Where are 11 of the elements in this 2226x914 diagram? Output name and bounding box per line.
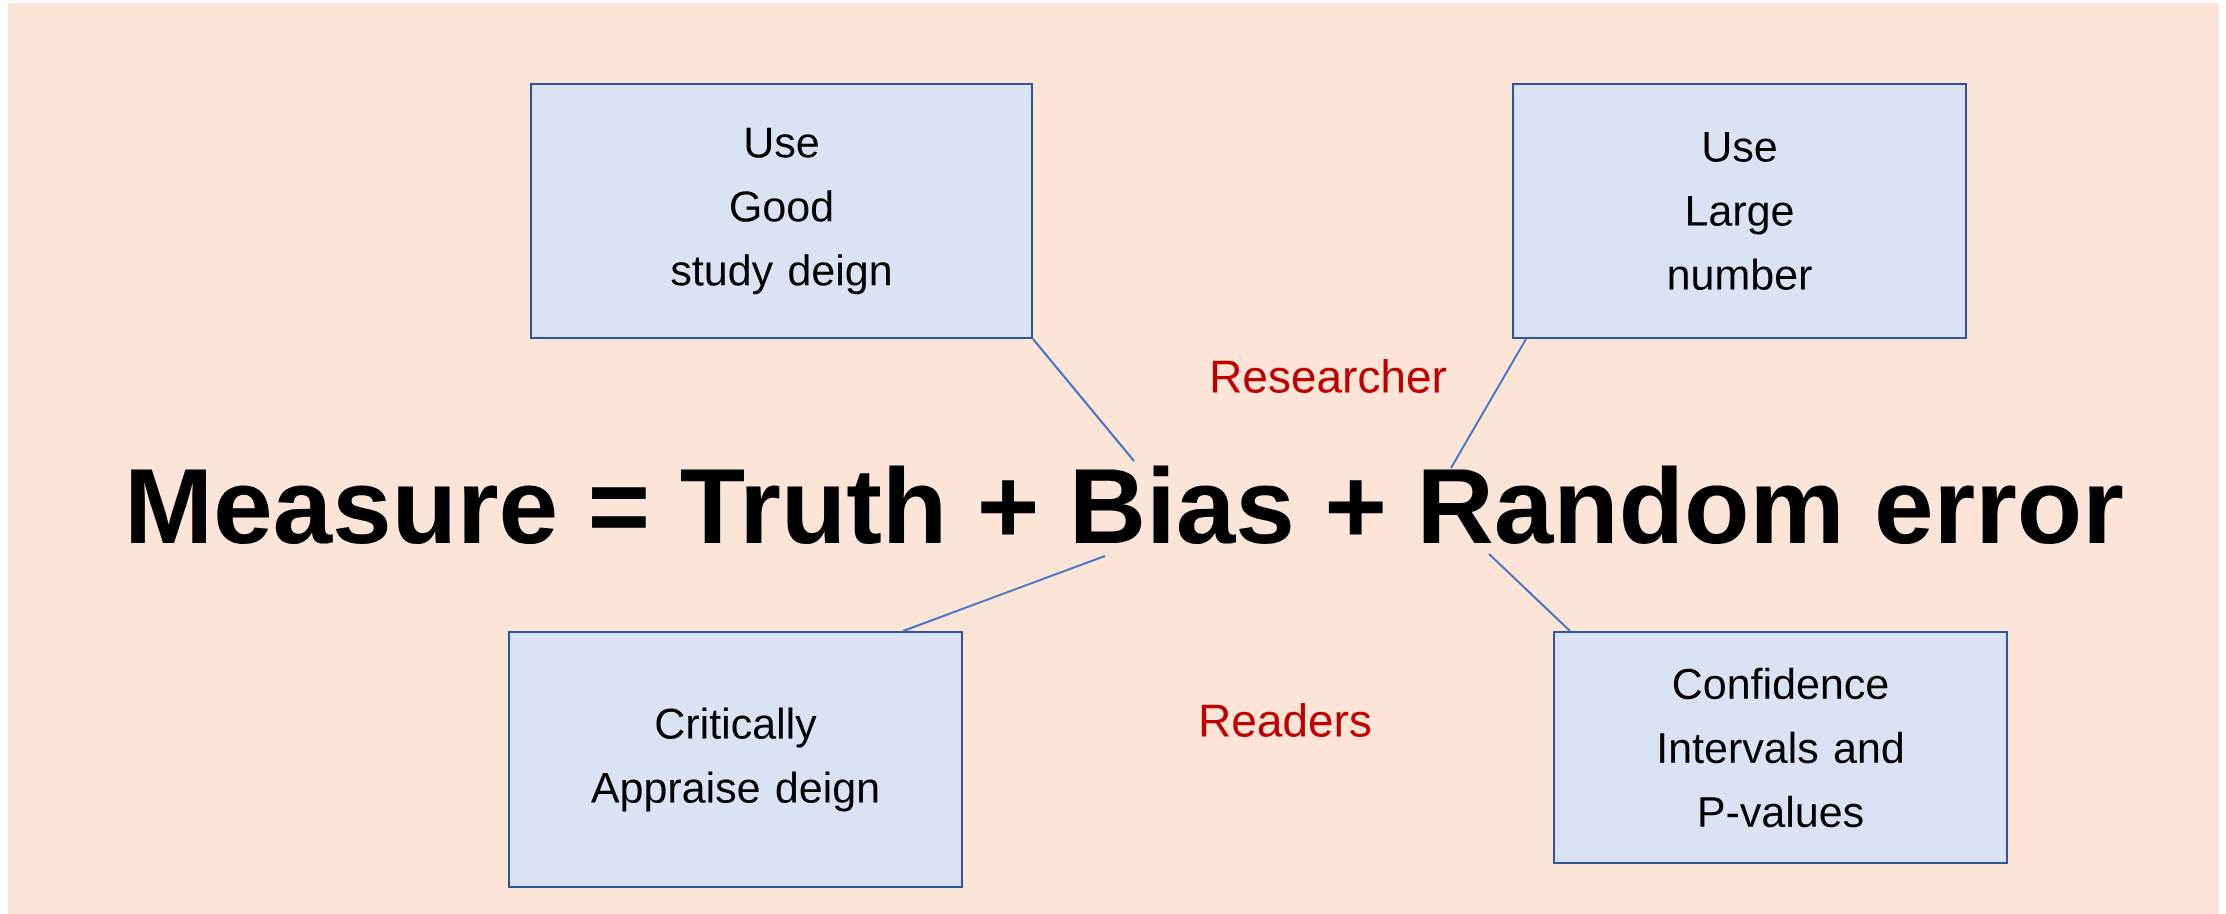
text-box: Confidence Intervals and P-values <box>1553 631 2008 864</box>
text-box: Critically Appraise deign <box>508 631 963 888</box>
leader-line <box>902 555 1106 632</box>
text-box: Use Good study deign <box>530 83 1033 339</box>
formula-text: Measure = Truth + Bias + Random error <box>131 465 2123 545</box>
leader-line <box>1032 338 1135 462</box>
leader-line <box>1450 338 1527 469</box>
role-label: Readers <box>1201 703 1371 737</box>
leader-line <box>1488 553 1571 632</box>
text-box: Use Large number <box>1512 83 1967 339</box>
role-label: Researcher <box>1212 359 1447 393</box>
